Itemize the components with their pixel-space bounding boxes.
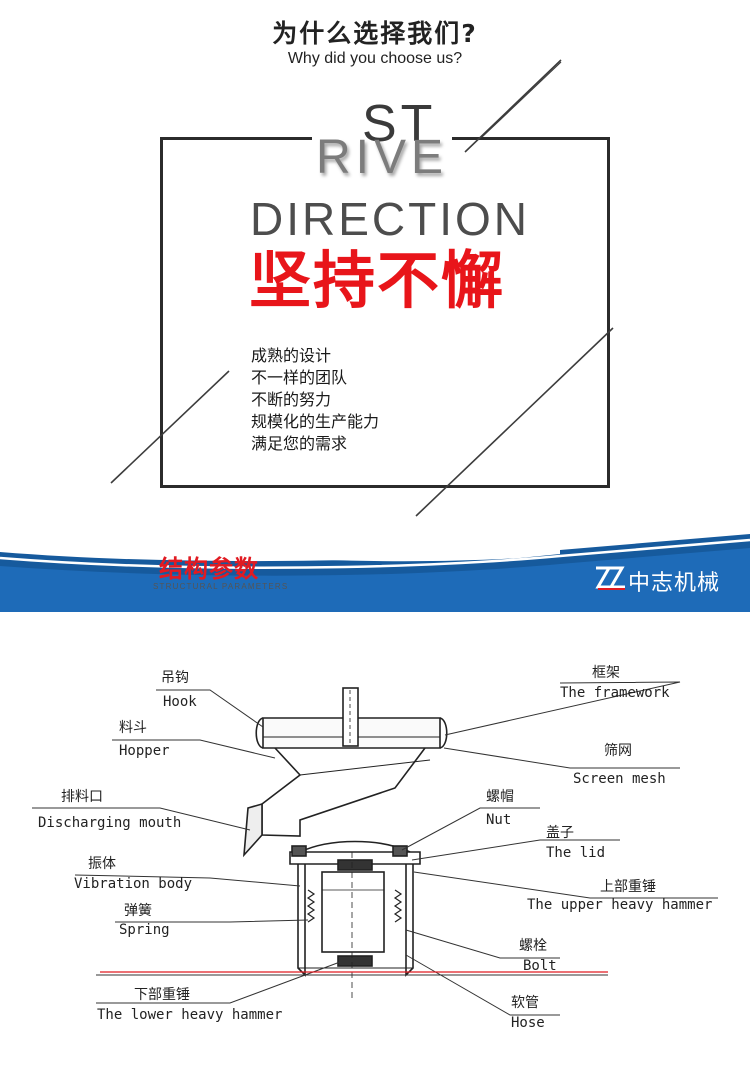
- label-hopper-zh: 料斗: [119, 720, 147, 736]
- hook-post: [342, 687, 359, 747]
- machine-drawing: [243, 687, 448, 1000]
- label-screen-mesh-zh: 筛网: [604, 743, 632, 759]
- word-st: ST: [362, 95, 437, 153]
- nut-left: [291, 845, 307, 857]
- hopper-shape: [261, 747, 426, 837]
- label-hose-en: Hose: [511, 1015, 545, 1031]
- motor-body: [321, 871, 385, 953]
- feature-item: 成熟的设计: [251, 346, 332, 365]
- label-lid-zh: 盖子: [546, 825, 574, 841]
- machine-diagram: [32, 681, 718, 1016]
- label-bolt-zh: 螺栓: [519, 938, 547, 954]
- label-vibration-zh: 振体: [88, 856, 116, 872]
- label-spring-zh: 弹簧: [124, 903, 152, 919]
- leader-lines: [32, 681, 718, 1016]
- spring-right: [393, 889, 403, 923]
- discharging-mouth-shape: [243, 802, 263, 858]
- label-hook-en: Hook: [163, 694, 197, 710]
- feature-item: 满足您的需求: [251, 434, 348, 453]
- label-lower-hammer-zh: 下部重锤: [134, 987, 190, 1003]
- lid-shape: [289, 851, 421, 865]
- section-title: 为什么选择我们?: [272, 19, 478, 48]
- frame-left-cap: [255, 717, 264, 749]
- label-screen-mesh-en: Screen mesh: [573, 771, 666, 787]
- label-vibration-en: Vibration body: [74, 876, 193, 892]
- label-nut-zh: 螺帽: [486, 789, 514, 805]
- feature-item: 规模化的生产能力: [251, 412, 380, 431]
- slogan: 坚持不懈: [249, 244, 506, 317]
- section-subtitle: Why did you choose us?: [287, 50, 463, 67]
- label-lid-en: The lid: [546, 845, 606, 861]
- decorative-lines: [110, 59, 614, 517]
- brand-name: 中志机械: [628, 571, 721, 596]
- label-nut-en: Nut: [486, 812, 512, 828]
- label-framework-zh: 框架: [592, 665, 620, 681]
- label-discharging-en: Discharging mouth: [38, 815, 182, 831]
- housing-left: [297, 864, 306, 977]
- label-discharging-zh: 排料口: [61, 789, 103, 805]
- diagonal-line-bottom-right: [415, 327, 614, 517]
- label-hook-zh: 吊钩: [161, 670, 189, 686]
- label-upper-hammer-zh: 上部重锤: [600, 879, 656, 895]
- label-upper-hammer-en: The upper heavy hammer: [527, 897, 713, 913]
- label-bolt-en: Bolt: [523, 958, 557, 974]
- word-rive: RIVE: [316, 131, 449, 184]
- banner-subtitle: STRUCTURAL PARAMETERS: [153, 582, 289, 591]
- frame-right-cap: [439, 717, 448, 749]
- feature-list: 成熟的设计 不一样的团队 不断的努力 规模化的生产能力 满足您的需求: [251, 345, 379, 455]
- upper-weight: [337, 859, 373, 871]
- frame-gap: [312, 128, 452, 146]
- label-hose-zh: 软管: [511, 995, 539, 1011]
- label-spring-en: Spring: [119, 922, 170, 938]
- label-hopper-en: Hopper: [119, 743, 170, 759]
- feature-item: 不一样的团队: [251, 368, 348, 387]
- diagonal-line-bottom-left: [110, 370, 230, 484]
- brand-logo-icon: [595, 566, 625, 590]
- banner-title: 结构参数: [159, 555, 259, 583]
- label-framework-en: The framework: [560, 685, 670, 701]
- word-direction: DIRECTION: [250, 193, 530, 245]
- section-banner: [0, 530, 750, 612]
- spring-left: [306, 889, 316, 923]
- lower-weight: [337, 955, 373, 967]
- label-lower-hammer-en: The lower heavy hammer: [97, 1007, 283, 1023]
- nut-right: [392, 845, 408, 857]
- diagonal-line-top-right-2: [481, 61, 562, 138]
- feature-item: 不断的努力: [251, 390, 332, 409]
- diagonal-line-top-right: [464, 59, 562, 153]
